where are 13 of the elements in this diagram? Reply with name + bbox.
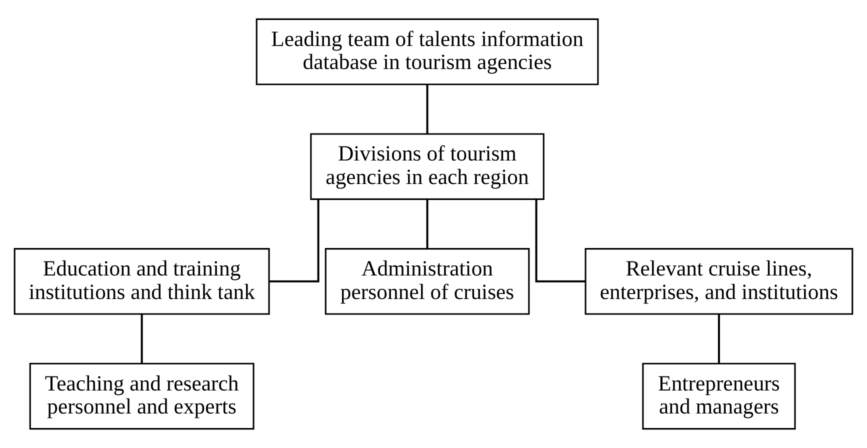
connector [426,199,428,249]
connector [426,84,428,134]
connector [718,314,720,364]
node-box: Leading team of talents information database in tourism agencies [256,18,599,86]
node-box: Entrepreneurs and managers [642,362,796,430]
connector [140,314,143,364]
connector [535,199,586,282]
node-box: Teaching and research personnel and experts [29,362,254,430]
node-box: Administration personnel of cruises [324,248,530,315]
connector [269,199,320,282]
node-box: Education and training institutions and think tank [14,248,270,315]
node-box: Relevant cruise lines, enterprises, and institutions [584,248,854,315]
node-box: Divisions of tourism agencies in each region [310,133,544,200]
